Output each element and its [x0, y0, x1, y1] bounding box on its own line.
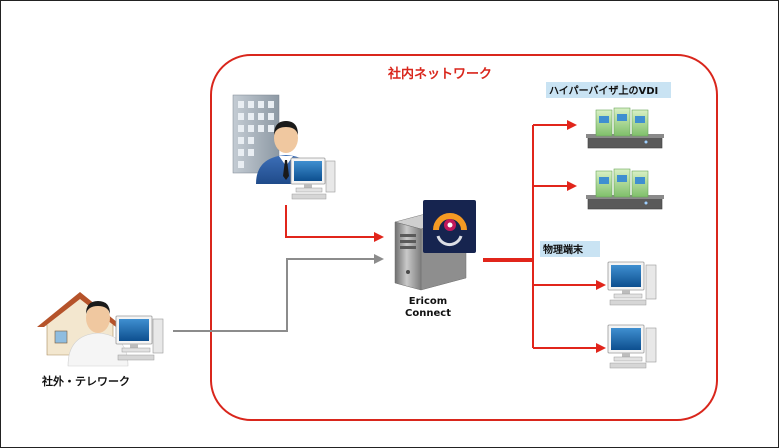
remote-connector: [173, 254, 384, 332]
hub-name-line1: Ericom: [409, 296, 447, 307]
house-with-user-at-computer-icon: [37, 292, 164, 367]
ericom-logo-icon: [423, 200, 476, 253]
vdi-label-background: [546, 82, 671, 98]
virtual-desktop-server-icon: [586, 107, 664, 149]
desktop-computer-icon: [607, 324, 657, 369]
physical-group-label: 物理端末: [543, 243, 584, 256]
internal-connector: [285, 205, 384, 242]
office-building-with-user-at-computer-icon: [232, 94, 336, 200]
hub-name-line2: Connect: [405, 308, 451, 319]
desktop-computer-icon: [607, 261, 657, 306]
fanout-connectors: [483, 120, 606, 353]
vdi-group-label: ハイパーバイザ上のVDI: [549, 84, 658, 97]
internal-network-boundary: [210, 54, 718, 421]
physical-label-background: [540, 241, 600, 257]
network-title: 社内ネットワーク: [387, 66, 492, 82]
remote-label: 社外・テレワーク: [41, 374, 130, 388]
virtual-desktop-server-icon: [586, 168, 664, 210]
